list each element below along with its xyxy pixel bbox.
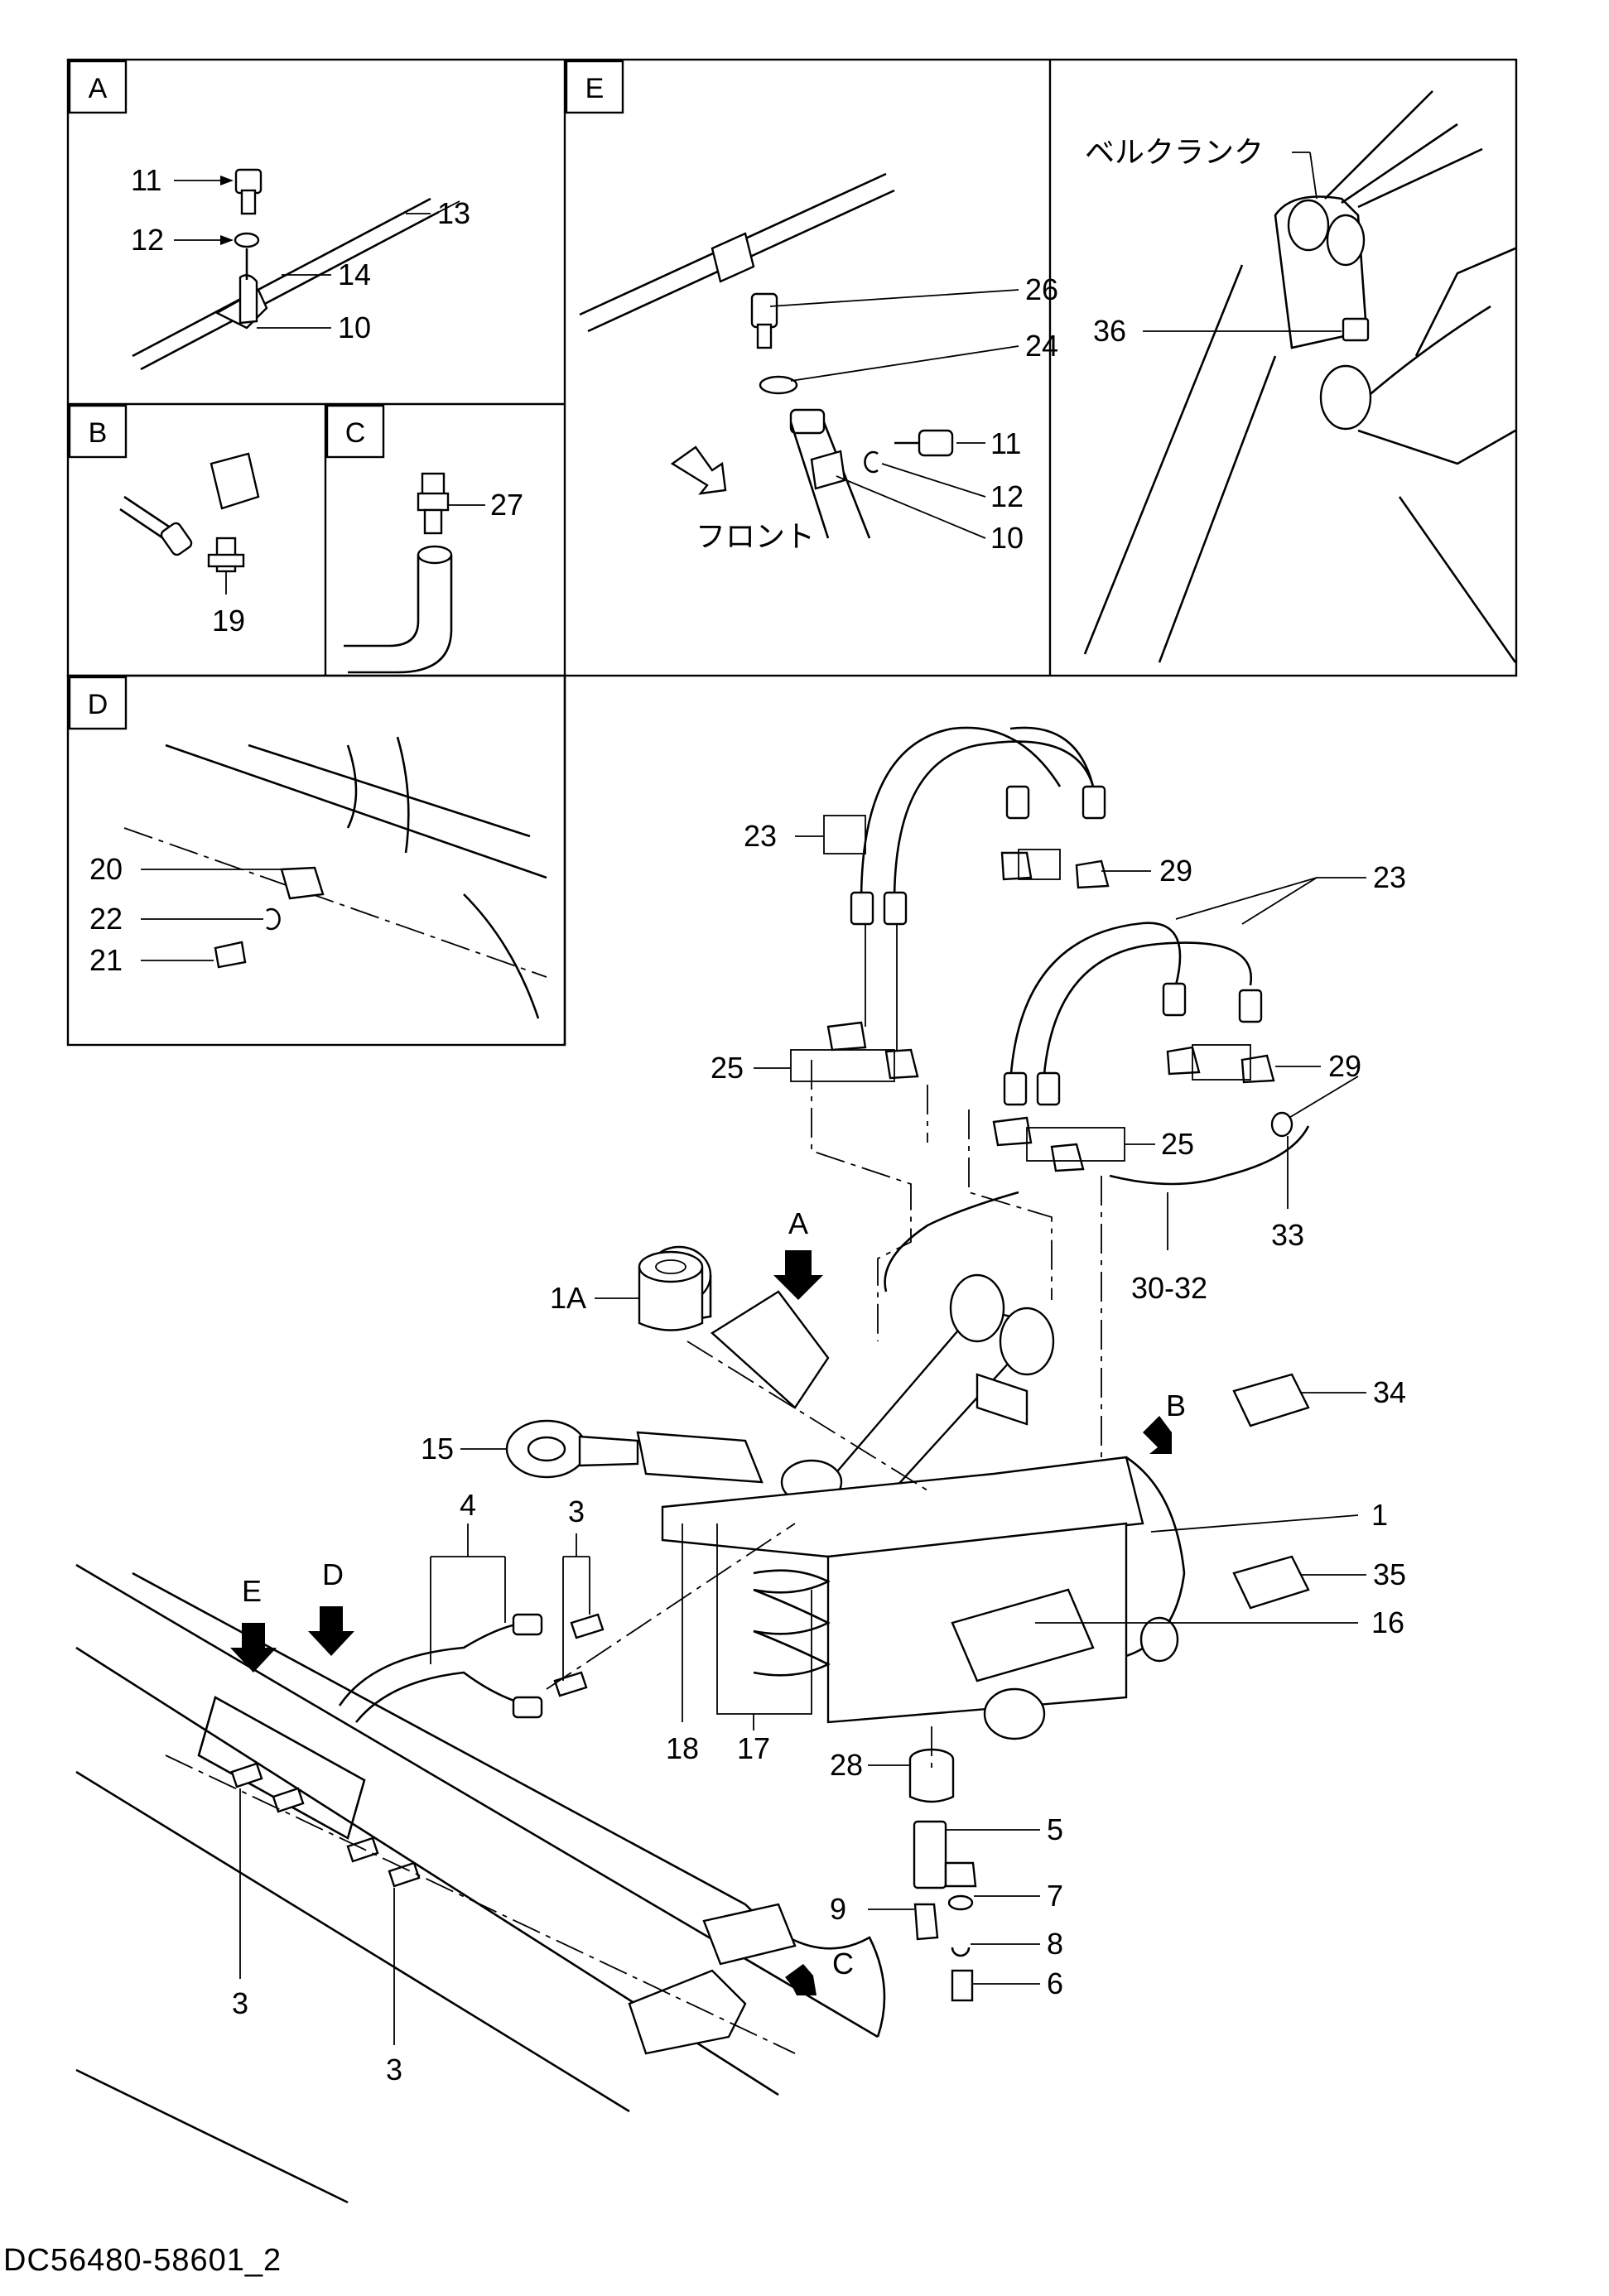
front-label: フロント: [696, 520, 815, 554]
callout-a-10: 10: [338, 310, 371, 344]
callout-e-11: 11: [990, 426, 1021, 460]
callout-e-24: 24: [1025, 329, 1058, 363]
callout-16: 16: [1371, 1605, 1404, 1639]
drawing-number: DC56480-58601_2: [3, 2243, 282, 2278]
callout-7: 7: [1047, 1879, 1063, 1913]
callout-29-lower: 29: [1328, 1049, 1361, 1083]
callout-36: 36: [1093, 314, 1126, 348]
callout-23-right: 23: [1373, 860, 1406, 894]
view-e-title: E: [585, 73, 605, 104]
view-b-title: B: [89, 417, 108, 449]
callout-e-26: 26: [1025, 272, 1058, 306]
callout-d-20: 20: [89, 852, 123, 886]
callout-29-upper: 29: [1159, 854, 1192, 888]
view-arrow-label-c: C: [832, 1947, 854, 1981]
bellcrank-label: ベルクランク: [1085, 136, 1264, 170]
view-arrow-label-b: B: [1166, 1389, 1186, 1422]
callout-8: 8: [1047, 1927, 1063, 1961]
callout-15: 15: [421, 1432, 454, 1466]
callout-4: 4: [460, 1488, 476, 1522]
main-callouts: 23 29 23 25 29 25 33 30-32 1A 34 15: [232, 815, 1406, 2087]
detail-view-c: C 27: [325, 404, 523, 674]
detail-view-b: B 19: [68, 404, 260, 638]
view-arrow-d: [308, 1606, 354, 1656]
view-arrow-label-e: E: [242, 1574, 262, 1608]
callout-30-32: 30-32: [1131, 1271, 1207, 1305]
callout-17: 17: [737, 1731, 770, 1765]
detail-view-d: D 20 22 21: [68, 676, 547, 1019]
callout-a-11: 11: [131, 163, 161, 197]
view-d-title: D: [88, 689, 108, 720]
detail-view-e: E フロント 26 24 11 12 10: [565, 60, 1058, 555]
callout-18: 18: [666, 1731, 699, 1765]
callout-a-14: 14: [338, 258, 371, 291]
view-arrow-label-d: D: [322, 1557, 344, 1591]
callout-25-left: 25: [711, 1051, 744, 1085]
callout-1a: 1A: [550, 1281, 586, 1315]
callout-25-right: 25: [1161, 1127, 1194, 1161]
callout-9: 9: [830, 1892, 846, 1926]
callout-28: 28: [830, 1748, 863, 1782]
detail-frames: [66, 58, 1518, 1047]
callout-35: 35: [1373, 1557, 1406, 1591]
callout-6: 6: [1047, 1966, 1063, 2000]
callout-3-upper: 3: [568, 1495, 585, 1528]
callout-34: 34: [1373, 1375, 1406, 1409]
view-arrow-c: [785, 1964, 817, 1995]
callout-c-27: 27: [490, 488, 523, 522]
callout-e-12: 12: [990, 479, 1024, 513]
callout-d-22: 22: [89, 902, 123, 936]
bellcrank-view: ベルクランク 36: [1083, 90, 1517, 663]
callout-b-19: 19: [212, 604, 245, 638]
main-assembly: A B C D E: [75, 726, 1359, 2204]
detail-view-a: A 11 12 13 14 10: [68, 60, 470, 371]
view-a-title: A: [89, 73, 108, 104]
view-c-title: C: [345, 417, 366, 449]
callout-a-12: 12: [131, 223, 164, 257]
view-arrow-a: [773, 1250, 823, 1300]
view-arrow-e: [230, 1623, 277, 1673]
callout-3-lower-left: 3: [232, 1986, 248, 2020]
callout-e-10: 10: [990, 521, 1024, 555]
view-arrow-b: [1143, 1416, 1172, 1454]
callout-1: 1: [1371, 1498, 1388, 1532]
callout-3-lower-middle: 3: [386, 2053, 402, 2087]
callout-33: 33: [1271, 1218, 1304, 1252]
view-arrow-label-a: A: [788, 1206, 808, 1240]
callout-23-left: 23: [744, 819, 777, 853]
callout-5: 5: [1047, 1812, 1063, 1846]
callout-a-13: 13: [437, 196, 470, 230]
callout-d-21: 21: [89, 943, 123, 977]
